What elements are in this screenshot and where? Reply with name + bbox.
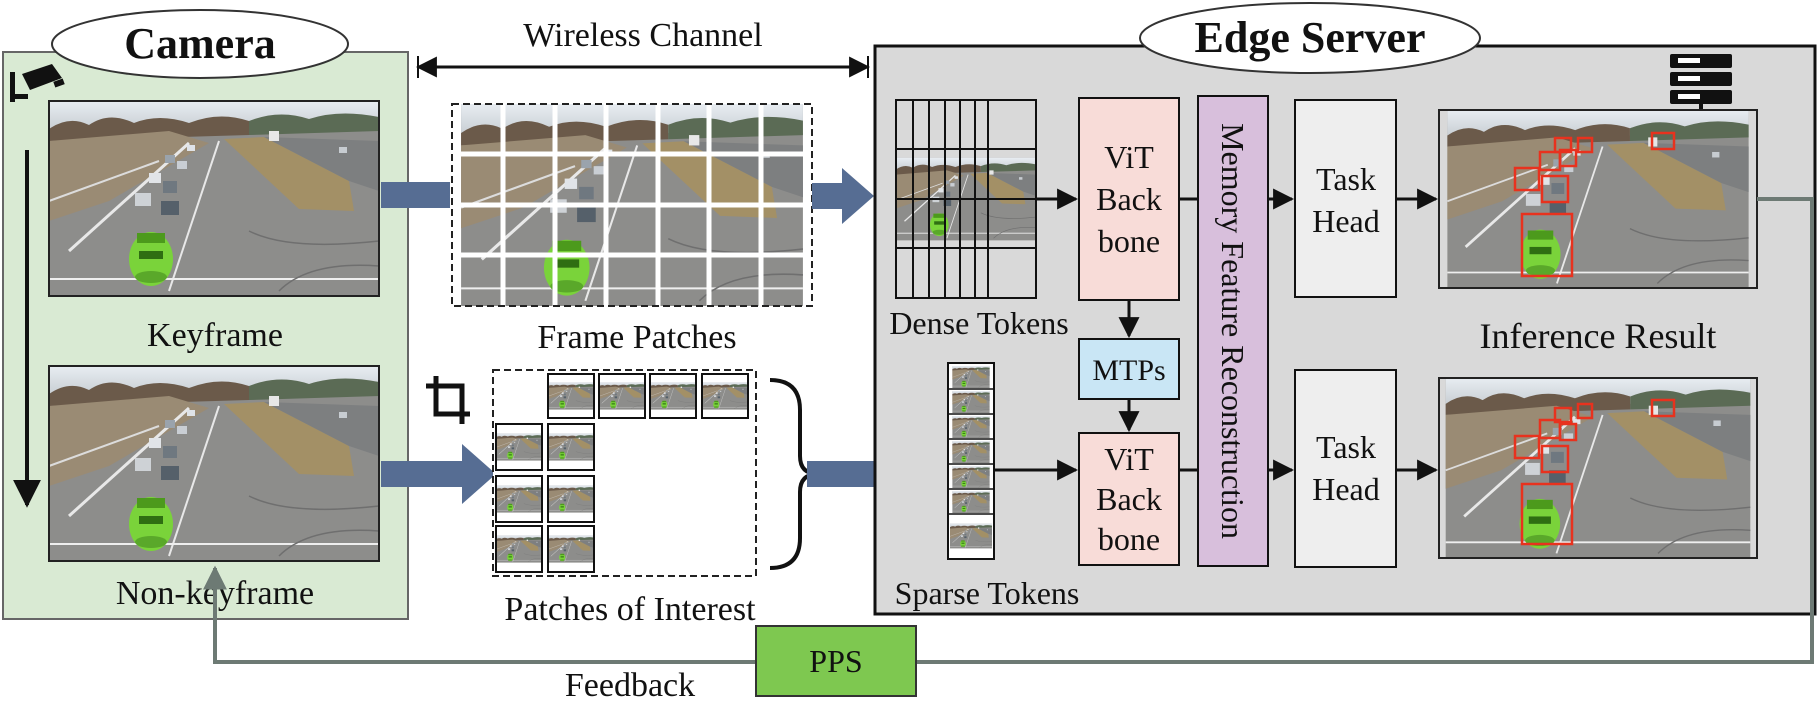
task-head-bottom-line2: Head — [1312, 471, 1380, 507]
nonkeyframe-image — [48, 365, 380, 562]
server-icon — [1670, 54, 1732, 116]
vit-top-line1: ViT — [1104, 139, 1154, 175]
task-head-bottom-line1: Task — [1316, 429, 1376, 465]
memory-feature-box — [1197, 95, 1269, 567]
vit-bottom-line3: bone — [1098, 521, 1160, 557]
task-head-top-line2: Head — [1312, 203, 1380, 239]
task-head-bottom — [1294, 369, 1397, 568]
frame-patches-grid — [451, 103, 813, 307]
wireless-channel-label: Wireless Channel — [523, 17, 762, 54]
feedback-label: Feedback — [565, 667, 695, 704]
patches-of-interest — [492, 369, 757, 577]
edge-server-title: Edge Server — [1195, 13, 1426, 62]
keyframe-label: Keyframe — [147, 317, 283, 354]
dense-tokens-label: Dense Tokens — [889, 305, 1068, 341]
vit-backbone-bottom — [1078, 432, 1180, 566]
camera-title-badge — [51, 9, 349, 79]
edge-server-title-badge — [1139, 2, 1481, 74]
memory-feature-label: Memory Feature Reconstruction — [1215, 123, 1251, 539]
inference-result-bottom — [1438, 377, 1758, 559]
vit-bottom-line2: Back — [1096, 481, 1162, 517]
patches-of-interest-label: Patches of Interest — [504, 591, 756, 628]
keyframe-arrow-body — [381, 182, 450, 208]
sparse-tokens-label: Sparse Tokens — [895, 575, 1080, 611]
keyframe-image — [48, 100, 380, 297]
mtps-label: MTPs — [1092, 354, 1165, 387]
mtps-box — [1078, 338, 1180, 400]
vit-bottom-line1: ViT — [1104, 441, 1154, 477]
inference-result-top — [1438, 109, 1758, 289]
frame-patches-arrow — [812, 168, 874, 224]
vit-top-line3: bone — [1098, 223, 1160, 259]
inference-result-label: Inference Result — [1480, 316, 1717, 356]
camera-title: Camera — [124, 19, 276, 68]
frame-patches-label: Frame Patches — [537, 319, 736, 356]
pps-label: PPS — [809, 643, 862, 679]
vit-top-line2: Back — [1096, 181, 1162, 217]
task-head-top — [1294, 99, 1397, 298]
nonkeyframe-arrow — [381, 444, 496, 504]
feedback-arrow — [203, 197, 1814, 664]
crop-icon — [426, 376, 470, 424]
sparse-tokens — [947, 362, 995, 560]
task-head-top-line1: Task — [1316, 161, 1376, 197]
cctv-camera-icon — [10, 64, 65, 102]
pps-box — [755, 625, 917, 697]
vit-backbone-top — [1078, 97, 1180, 301]
